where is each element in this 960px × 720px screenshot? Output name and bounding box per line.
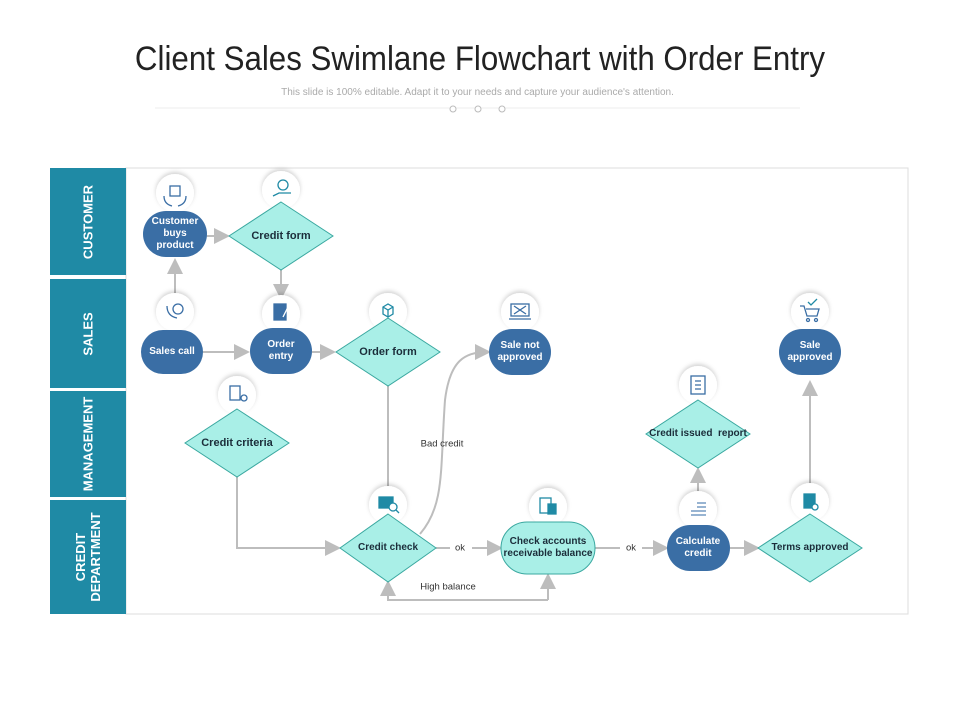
node-order-entry: Order entry [267,339,295,362]
node-credit-criteria: Credit criteria [201,437,273,449]
hands-product-icon [163,185,187,207]
money-hand-icon [272,179,291,197]
laptop-x-icon [509,303,531,320]
box-icon [382,303,394,318]
node-calculate-credit: Calculate credit [675,536,721,559]
decision-nodes [184,201,863,583]
node-credit-issued-report: Credit issued report [649,428,747,439]
edge-label-ok: ok [454,542,466,554]
lane-management: MANAGEMENT [50,391,126,497]
clipboard-list-icon [690,375,706,395]
node-terms-approved: Terms approved [771,542,849,553]
edge-label-ok: ok [625,542,637,554]
lane-credit-department: CREDIT DEPARTMENT [50,500,126,614]
document-check-icon [803,493,819,511]
node-sales-call: Sales call [149,346,195,357]
node-credit-check: Credit check [357,542,419,553]
dollar-list-icon [691,502,706,516]
lane-sales: SALES [50,279,126,388]
node-sale-not-approved: Sale not approved [497,340,543,363]
connectors [167,228,818,601]
invoice-calculator-icon [539,497,557,515]
phone-dollar-icon [166,303,184,319]
icon-badges [156,171,829,529]
node-credit-form: Credit form [251,230,311,242]
node-check-accounts: Check accounts receivable balance [503,536,593,559]
pagination-dots [449,105,506,113]
cart-check-icon [800,298,820,323]
node-customer-buys-product: Customer buys product [151,216,199,251]
document-search-icon [378,496,400,514]
node-sale-approved: Sale approved [787,340,833,363]
edge-label-high-balance: High balance [420,581,476,593]
checklist-person-icon [229,385,248,402]
lane-customer: CUSTOMER [50,168,126,275]
subtitle: This slide is 100% editable. Adapt it to… [281,87,674,98]
checklist-pen-icon [273,303,290,321]
page-title: Client Sales Swimlane Flowchart with Ord… [134,40,826,78]
check-accounts-node [500,521,596,575]
edge-label-bad-credit: Bad credit [420,438,464,450]
node-order-form: Order form [359,346,417,358]
process-nodes [141,211,841,571]
